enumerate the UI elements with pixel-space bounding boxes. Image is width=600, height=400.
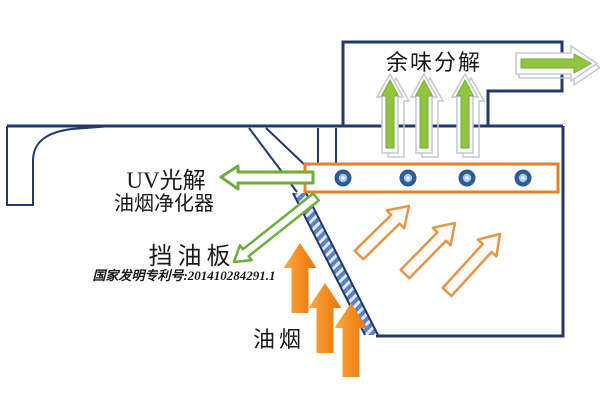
fume-arrow-up-icon	[308, 283, 342, 353]
baffle-edge-right	[305, 192, 379, 336]
flow-arrow-upright-icon	[441, 232, 502, 298]
uv-lamp-3	[458, 169, 476, 187]
purified-flow-arrows	[353, 204, 502, 298]
vent-arrow-up-icon	[409, 72, 445, 158]
fume-inlet-arrows	[283, 243, 368, 377]
hood-left-wall	[6, 125, 113, 206]
odor-vent-arrows	[375, 72, 486, 158]
fume-arrow-up-icon	[283, 243, 317, 313]
uv-purifier-box	[303, 162, 560, 194]
uv-lamp-1	[334, 169, 352, 187]
callout-arrows	[219, 164, 321, 264]
hood-slant-line-inner	[265, 127, 309, 169]
vent-arrow-up-icon	[450, 72, 486, 158]
fume-arrow-up-icon	[334, 303, 368, 377]
vent-arrow-up-icon	[375, 72, 411, 158]
flow-arrow-upright-icon	[399, 221, 457, 280]
baffle-label-arrow-icon	[232, 192, 321, 264]
exit-arrow-right-icon	[515, 44, 600, 87]
uv-lamp-2	[399, 169, 417, 187]
purifier-label-line2: 油烟净化器	[114, 192, 214, 215]
uv-label-arrow-left-icon	[219, 164, 315, 191]
baffle-hatch-band	[293, 193, 378, 335]
purifier-label-line1: UV光解	[126, 168, 205, 193]
oil-baffle-label: 挡油板	[149, 243, 236, 270]
uv-lamp-4	[514, 169, 532, 187]
chamber-right-bottom-wall	[376, 126, 565, 338]
patent-number-label: 国家发明专利号:201410284291.1	[92, 268, 275, 283]
flow-arrow-upright-icon	[353, 204, 411, 261]
odor-decomposition-label: 余味分解	[386, 50, 482, 75]
oil-fume-label: 油烟	[253, 327, 305, 352]
